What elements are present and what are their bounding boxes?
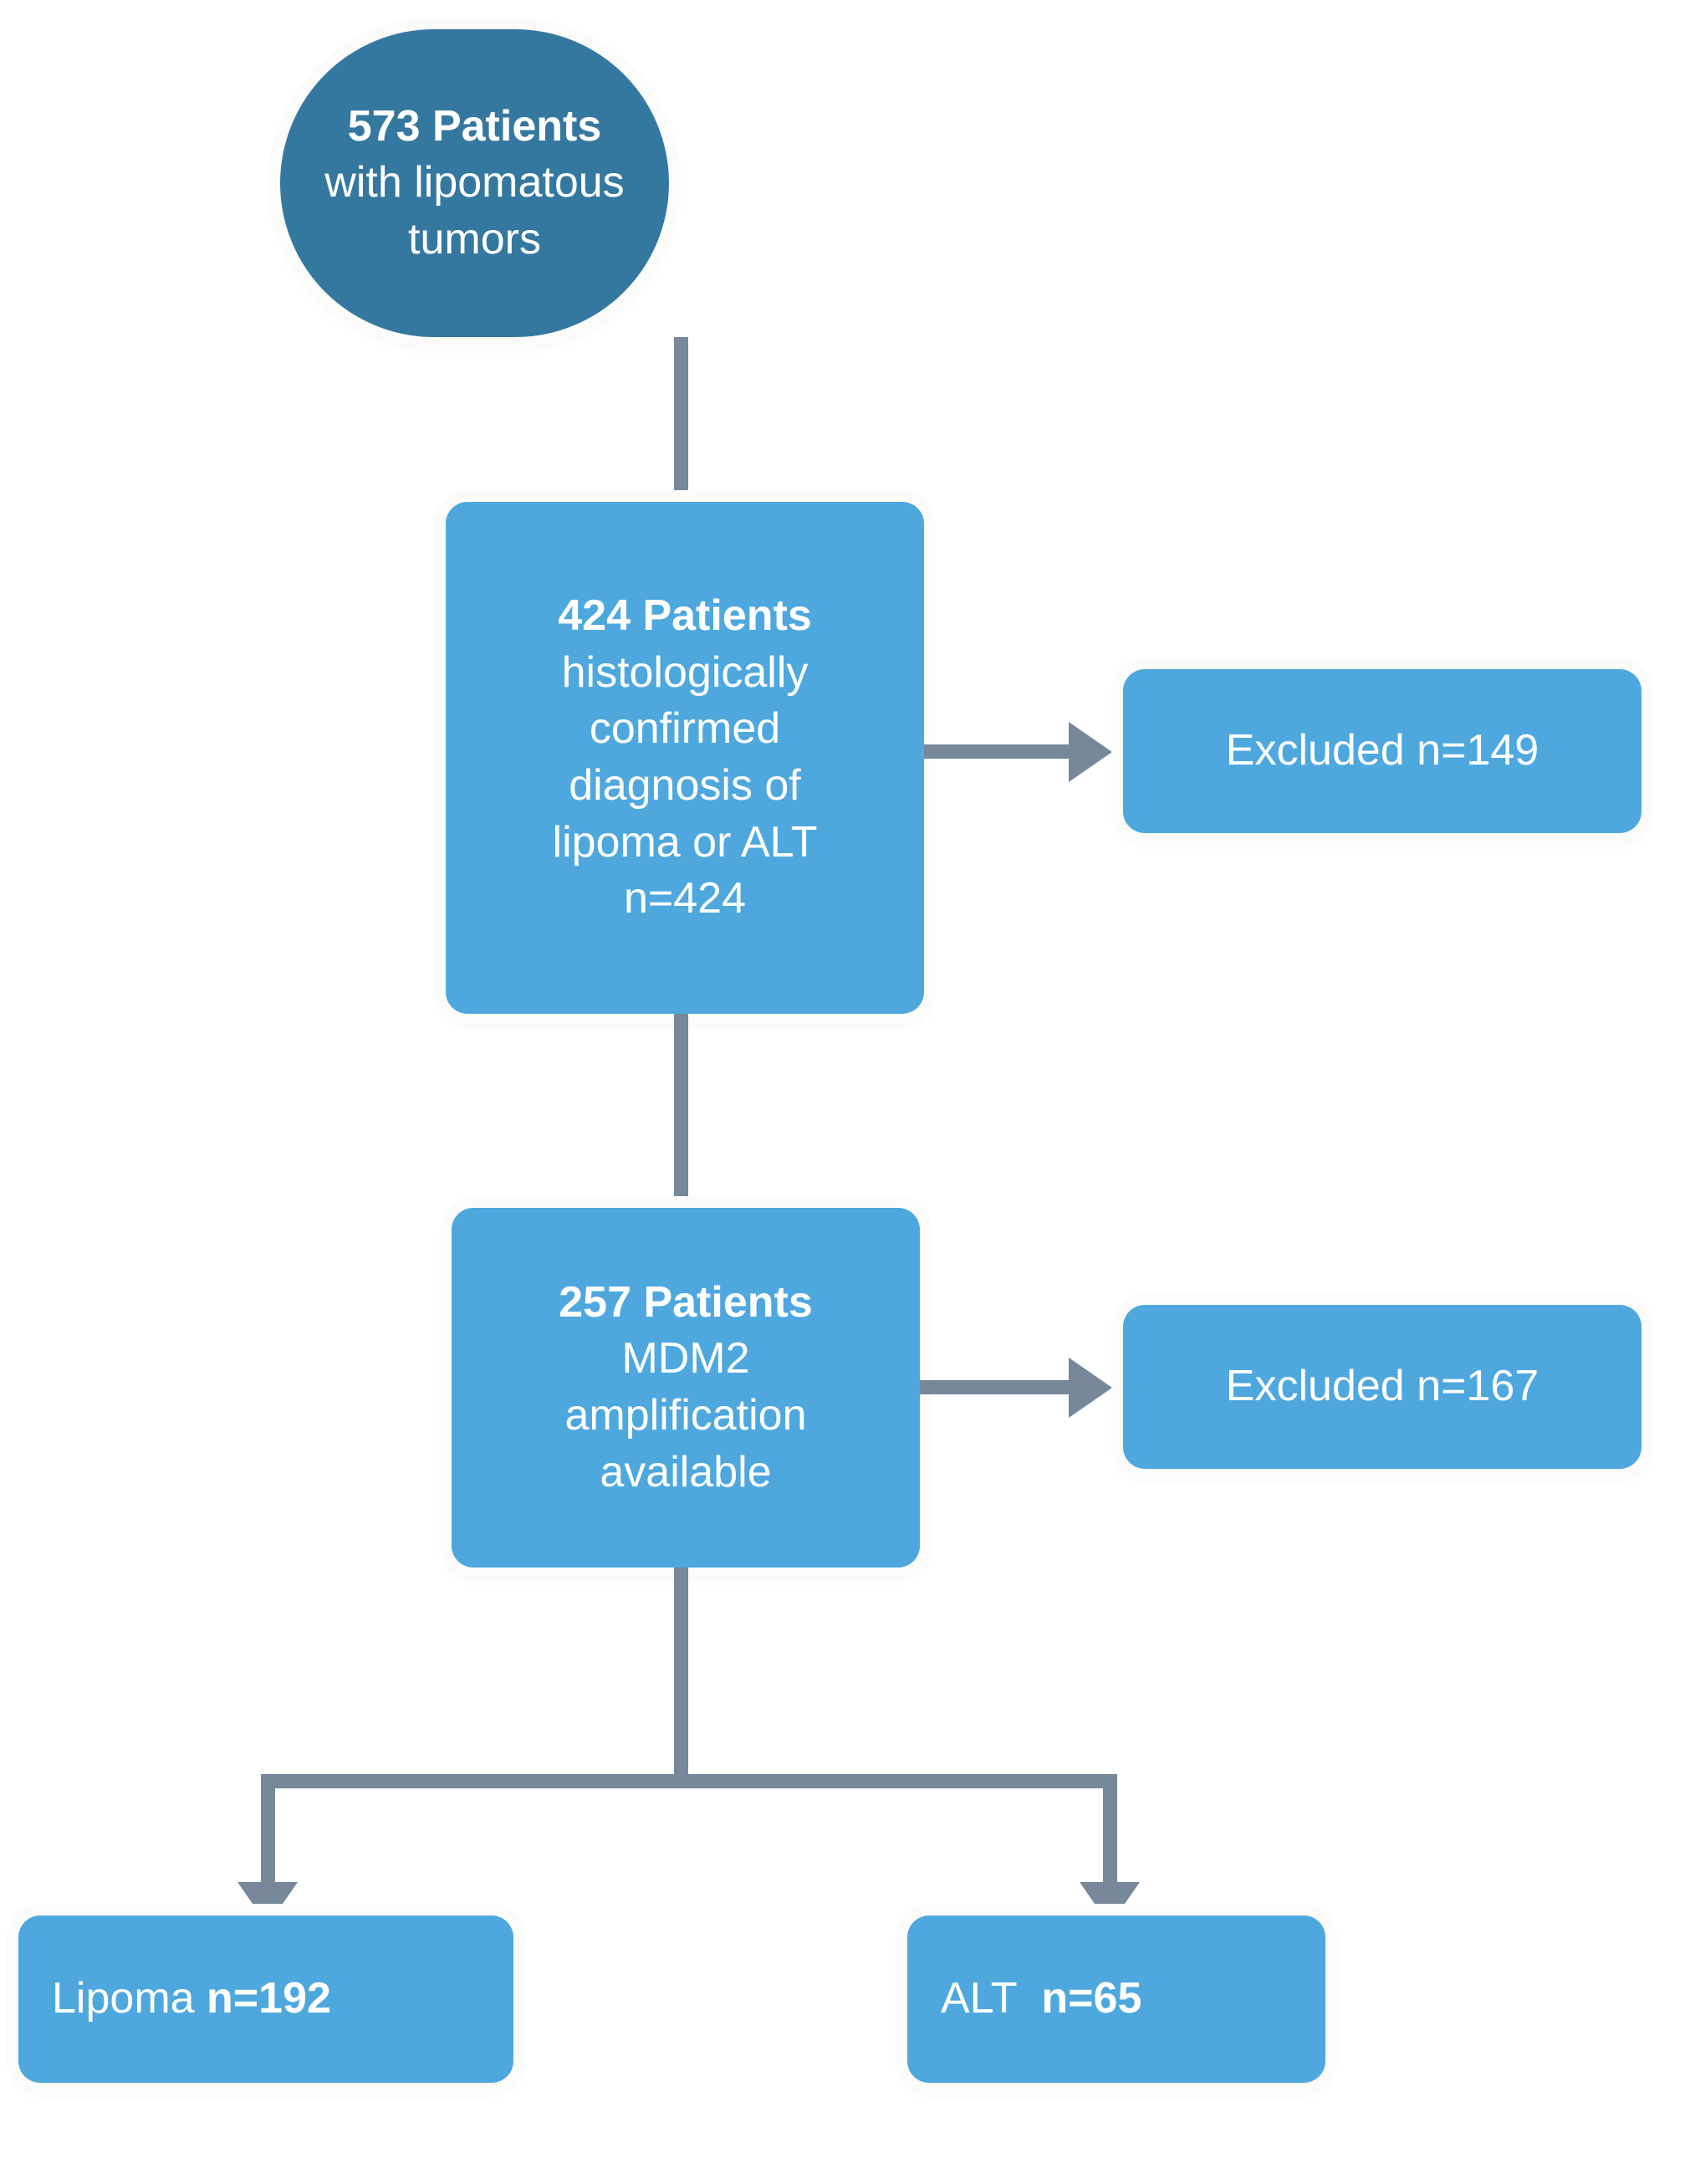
connector-split-bar bbox=[261, 1774, 1117, 1788]
node-histology-text: 424 Patients histologically confirmed diagn… bbox=[446, 588, 924, 928]
connector-drop-left bbox=[261, 1774, 275, 1886]
node-cohort-desc-line1: with lipomatous bbox=[324, 158, 625, 207]
node-mdm2-desc-line2: amplification bbox=[564, 1391, 807, 1440]
connector-drop-right bbox=[1103, 1774, 1117, 1886]
connector-mdm2-to-excluded-167 bbox=[920, 1380, 1076, 1394]
node-leaf-alt-text: ALT n=65 bbox=[907, 1971, 1325, 2028]
node-histology-desc-line1: histologically bbox=[561, 647, 809, 697]
node-cohort-573[interactable]: 573 Patients with lipomatous tumors bbox=[280, 29, 669, 337]
arrow-right-icon-excluded-149 bbox=[1069, 722, 1112, 782]
node-histology-424[interactable]: 424 Patients histologically confirmed diagn… bbox=[446, 502, 924, 1014]
node-excluded-149-label: Excluded n=149 bbox=[1225, 726, 1539, 775]
connector-histology-to-excluded-149 bbox=[924, 744, 1076, 759]
connector-mdm2-trunk bbox=[674, 1568, 688, 1788]
node-leaf-lipoma[interactable]: Lipoma n=192 bbox=[18, 1915, 513, 2083]
node-leaf-lipoma-text: Lipoma n=192 bbox=[18, 1971, 513, 2028]
node-leaf-alt[interactable]: ALT n=65 bbox=[907, 1915, 1325, 2083]
connector-cohort-to-histology bbox=[674, 337, 688, 502]
node-cohort-text: 573 Patients with lipomatous tumors bbox=[280, 99, 669, 269]
node-cohort-count: 573 Patients bbox=[347, 101, 602, 151]
node-leaf-lipoma-count: n=192 bbox=[207, 1974, 331, 2023]
node-histology-desc-line2: confirmed bbox=[589, 704, 781, 754]
node-leaf-lipoma-label: Lipoma bbox=[52, 1974, 195, 2023]
connector-histology-to-mdm2 bbox=[674, 1014, 688, 1208]
node-excluded-167[interactable]: Excluded n=167 bbox=[1123, 1305, 1642, 1469]
node-excluded-149[interactable]: Excluded n=149 bbox=[1123, 669, 1642, 833]
node-leaf-alt-label: ALT bbox=[941, 1974, 1018, 2023]
node-mdm2-desc-line1: MDM2 bbox=[621, 1334, 750, 1384]
node-mdm2-desc-line3: available bbox=[600, 1447, 772, 1496]
node-histology-desc-line3: diagnosis of bbox=[569, 761, 801, 810]
node-histology-desc-line5: n=424 bbox=[623, 874, 747, 923]
node-leaf-alt-count: n=65 bbox=[1041, 1974, 1142, 2023]
node-excluded-167-label: Excluded n=167 bbox=[1225, 1362, 1539, 1411]
node-histology-count: 424 Patients bbox=[558, 591, 812, 641]
node-cohort-desc-line2: tumors bbox=[408, 214, 541, 263]
arrow-right-icon-excluded-167 bbox=[1069, 1358, 1112, 1418]
node-mdm2-count: 257 Patients bbox=[559, 1277, 813, 1327]
node-histology-desc-line4: lipoma or ALT bbox=[552, 817, 818, 867]
